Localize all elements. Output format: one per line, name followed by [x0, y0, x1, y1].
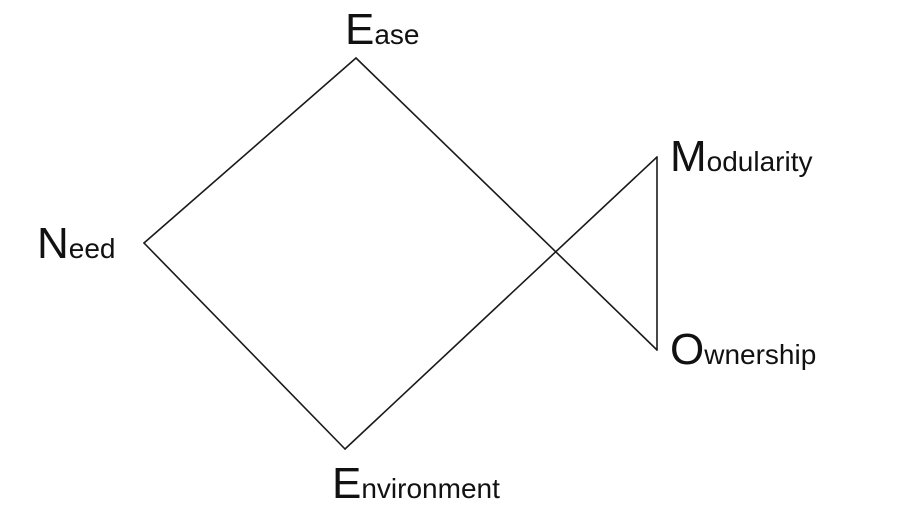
- label-need-initial: N: [37, 219, 69, 268]
- label-environment-rest: nvironment: [361, 473, 500, 504]
- label-ownership-initial: O: [670, 325, 704, 374]
- edge-need-ease: [143, 57, 357, 244]
- edge-environment-modularity: [344, 156, 658, 450]
- label-ease: Ease: [345, 5, 420, 54]
- label-need-rest: eed: [69, 233, 116, 264]
- diagram-edges: [143, 57, 658, 450]
- label-need: Need: [37, 219, 116, 268]
- edge-ease-ownership: [355, 57, 658, 351]
- label-ownership: Ownership: [670, 325, 816, 374]
- label-modularity-rest: odularity: [707, 146, 813, 177]
- diagram-labels: Ease Need Environment Modularity Ownersh…: [37, 5, 816, 507]
- label-ease-initial: E: [345, 5, 374, 54]
- edge-need-environment: [143, 242, 346, 450]
- label-modularity-initial: M: [670, 132, 707, 181]
- label-modularity: Modularity: [670, 132, 813, 181]
- label-ease-rest: ase: [374, 19, 419, 50]
- label-ownership-rest: wnership: [703, 339, 816, 370]
- label-environment: Environment: [332, 459, 500, 507]
- label-environment-initial: E: [332, 459, 361, 507]
